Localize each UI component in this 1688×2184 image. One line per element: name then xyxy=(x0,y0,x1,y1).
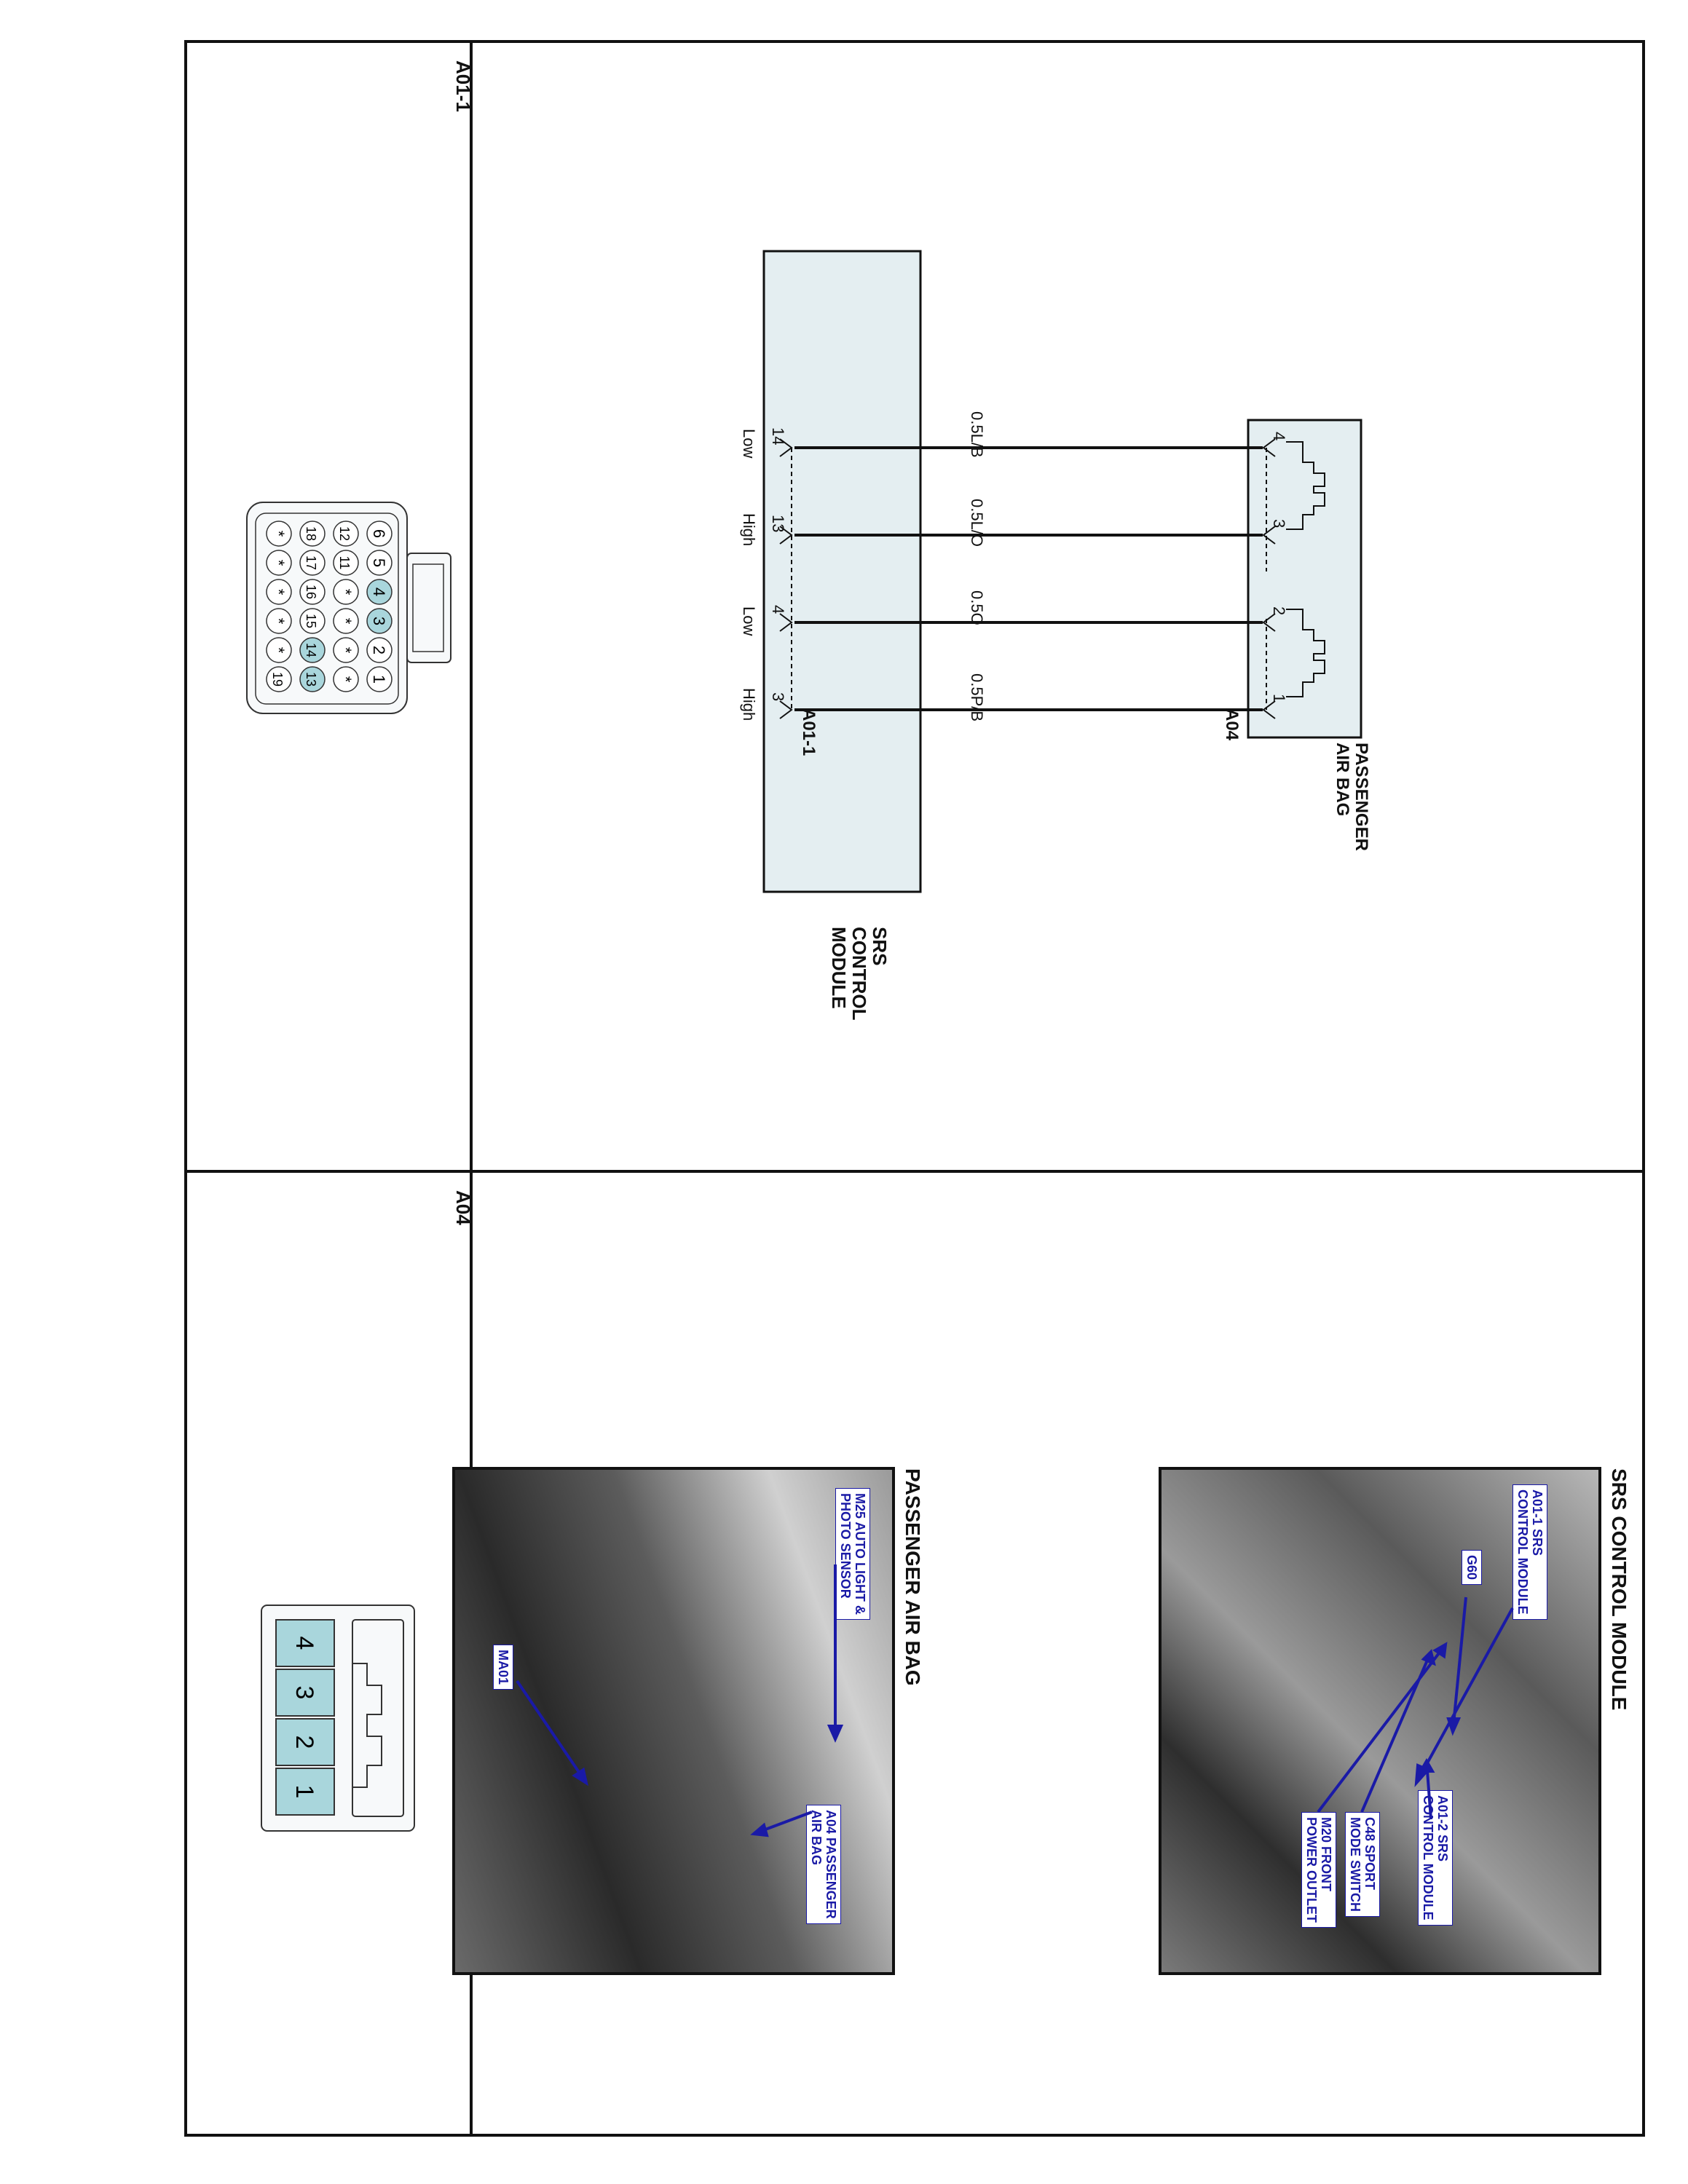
a01-pin-socket xyxy=(299,579,326,605)
a01-face-inner xyxy=(255,513,399,705)
a01-pin-socket xyxy=(299,666,326,692)
a01-pin-number: 2 xyxy=(370,646,388,654)
a04-pin-cell xyxy=(275,1669,335,1717)
a01-pin-number: 16 xyxy=(304,585,318,599)
a01-pin-number: 19 xyxy=(270,672,285,687)
a04-connector-label: A04 xyxy=(1222,708,1242,741)
wire-color-0.5l-b: 0.5L/B xyxy=(968,411,986,458)
a01-pin-socket xyxy=(333,521,359,547)
a01-pin-number: 12 xyxy=(337,526,352,541)
module-pin-14: 14 xyxy=(769,427,787,445)
a01-face-latch-inner xyxy=(412,563,444,652)
a01-pin-socket xyxy=(299,521,326,547)
pab-photo-arrows xyxy=(516,1564,844,1837)
a01-pin-number: * xyxy=(336,676,355,683)
a01-face-latch xyxy=(406,553,451,663)
a01-pin-socket xyxy=(366,666,393,692)
a01-pin-number: 14 xyxy=(304,643,318,657)
module-pin-4: 4 xyxy=(769,605,787,614)
a01-pin-number: * xyxy=(336,618,355,625)
module-level-low-4: Low xyxy=(740,606,758,636)
a01-pin-socket xyxy=(366,637,393,663)
a01-pin-number: 4 xyxy=(370,587,388,596)
airbag-pin-3: 3 xyxy=(1270,519,1288,528)
a01-pin-number: 13 xyxy=(304,672,318,687)
a01-pin-number: * xyxy=(269,647,288,654)
wire-color-0.5p-b: 0.5P/B xyxy=(968,673,986,721)
a01-1-connector-label: A01-1 xyxy=(799,708,819,756)
a01-pin-number: * xyxy=(269,531,288,537)
a04-face-pin-row: 4 3 2 1 xyxy=(275,1619,335,1816)
module-level-low-14: Low xyxy=(740,429,758,458)
a01-pin-socket xyxy=(366,608,393,634)
a01-pin-number: 17 xyxy=(304,555,318,570)
terminal-chevrons xyxy=(779,438,1276,719)
a01-pin-socket xyxy=(333,637,359,663)
squib-symbol-2 xyxy=(1286,609,1325,697)
airbag-pin-1: 1 xyxy=(1270,694,1288,703)
a04-pin-cell xyxy=(275,1768,335,1816)
a01-pin-socket xyxy=(266,637,292,663)
a01-face-pin-grid: 6 5 4 3 2 1 12 11 * * * * 18 17 16 15 14 13 * * * * * 19 xyxy=(266,521,393,692)
a01-pin-socket xyxy=(266,579,292,605)
a01-pin-socket xyxy=(299,608,326,634)
a01-pin-socket xyxy=(366,550,393,576)
wire-color-0.5o: 0.5O xyxy=(968,590,986,625)
srs-photo-arrows xyxy=(1317,1597,1514,1820)
a01-pin-number: * xyxy=(336,647,355,654)
a01-pin-number: 3 xyxy=(370,617,388,625)
a01-pin-socket xyxy=(266,666,292,692)
passenger-air-bag-box xyxy=(1247,419,1362,739)
a01-pin-number: 1 xyxy=(370,675,388,684)
a01-pin-socket xyxy=(333,550,359,576)
squib-symbol-1 xyxy=(1286,441,1325,530)
a01-pin-socket xyxy=(333,608,359,634)
a04-face-detail xyxy=(352,1619,404,1817)
a04-pin-cell xyxy=(275,1619,335,1667)
a01-pin-number: 6 xyxy=(370,529,388,538)
a01-pin-number: * xyxy=(269,618,288,625)
a01-pin-number: 5 xyxy=(370,558,388,567)
module-level-high-13: High xyxy=(740,513,758,546)
module-level-high-3: High xyxy=(740,688,758,721)
a04-pin-number: 4 xyxy=(291,1637,318,1650)
srs-photo-title: SRS CONTROL MODULE xyxy=(1608,1468,1630,1711)
a04-pin-number: 2 xyxy=(291,1736,318,1749)
a04-connector-face: 4 3 2 1 xyxy=(261,1605,415,1832)
airbag-pin-2: 2 xyxy=(1270,606,1288,615)
a01-1-connector-face: 6 5 4 3 2 1 12 11 * * * * 18 17 16 15 14 13 * * * * * 19 xyxy=(246,502,451,714)
a01-pin-socket xyxy=(266,521,292,547)
srs-control-module-photo: A01-1 SRS CONTROL MODULE G60 A01-2 SRS C… xyxy=(1159,1467,1601,1975)
a01-pin-socket xyxy=(266,550,292,576)
a01-pin-number: 15 xyxy=(304,614,318,628)
a04-pin-number: 3 xyxy=(291,1686,318,1700)
passenger-air-bag-label: PASSENGERAIR BAG xyxy=(1333,743,1371,851)
a01-pin-socket xyxy=(333,666,359,692)
wire-group xyxy=(794,446,1263,711)
a01-pin-socket xyxy=(366,521,393,547)
srs-control-module-box xyxy=(762,250,922,893)
wire-color-0.5l-o: 0.5L/O xyxy=(968,499,986,547)
a01-pin-number: * xyxy=(336,589,355,596)
a01-pin-socket xyxy=(299,550,326,576)
page-content: A01-1 A04 PASSE xyxy=(184,40,1645,2137)
module-pin-3: 3 xyxy=(769,692,787,701)
wiring-schematic: PASSENGERAIR BAG A04 A01-1 SRSCONTROLMOD… xyxy=(740,250,1371,1021)
passenger-air-bag-photo: M25 AUTO LIGHT & PHOTO SENSOR MA01 A04 P… xyxy=(452,1467,895,1975)
srs-module-label: SRSCONTROLMODULE xyxy=(828,927,891,1021)
pab-photo-title: PASSENGER AIR BAG xyxy=(902,1468,924,1686)
a01-pin-number: * xyxy=(269,589,288,596)
a04-pin-cell xyxy=(275,1718,335,1766)
a01-pin-socket xyxy=(333,579,359,605)
airbag-pin-4: 4 xyxy=(1270,432,1288,440)
a01-pin-number: 11 xyxy=(337,556,352,570)
a01-pin-socket xyxy=(366,579,393,605)
a01-pin-socket xyxy=(299,637,326,663)
a01-pin-socket xyxy=(266,608,292,634)
a01-pin-number: 18 xyxy=(304,526,318,541)
module-pin-13: 13 xyxy=(769,515,787,532)
a01-pin-number: * xyxy=(269,560,288,566)
a04-pin-number: 1 xyxy=(291,1785,318,1799)
